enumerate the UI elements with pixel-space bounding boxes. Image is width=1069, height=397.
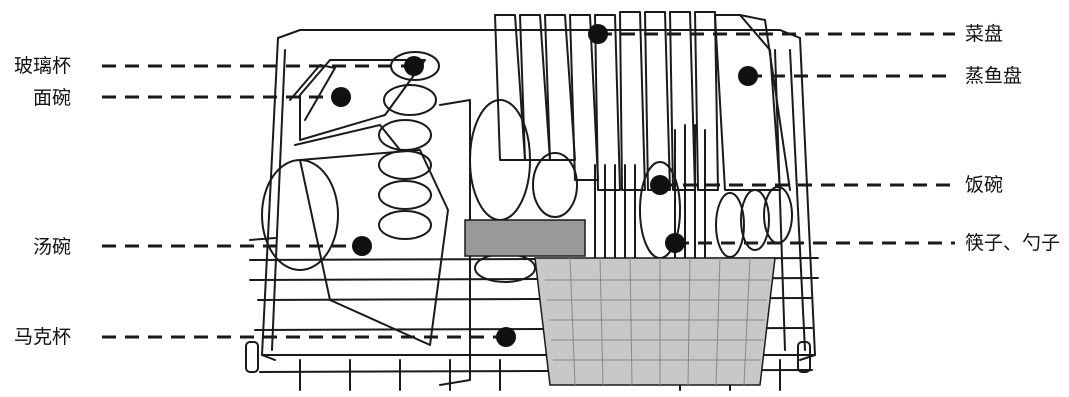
spoon-1 — [716, 193, 744, 257]
dot-soup-bowl — [352, 236, 372, 256]
dot-mug — [496, 327, 516, 347]
label-rice-bowl: 饭碗 — [965, 174, 1003, 196]
fish-plate — [715, 15, 780, 190]
basket-handle — [465, 220, 585, 256]
label-noodle-bowl: 面碗 — [33, 87, 71, 109]
soup-bowl-rim — [262, 160, 338, 270]
label-chopsticks-spoons: 筷子、勺子 — [965, 232, 1060, 254]
dot-glass — [404, 56, 424, 76]
dot-noodle-bowl — [331, 87, 351, 107]
left-wheel — [246, 342, 258, 372]
label-glass: 玻璃杯 — [14, 55, 71, 77]
label-plate: 菜盘 — [965, 23, 1003, 45]
label-soup-bowl: 汤碗 — [33, 236, 71, 258]
dot-fish-plate — [738, 66, 758, 86]
label-fish-plate: 蒸鱼盘 — [965, 65, 1022, 87]
dot-chopsticks — [665, 233, 685, 253]
dot-rice-bowl — [650, 175, 670, 195]
label-mug: 马克杯 — [14, 326, 71, 348]
dot-plate — [588, 24, 608, 44]
